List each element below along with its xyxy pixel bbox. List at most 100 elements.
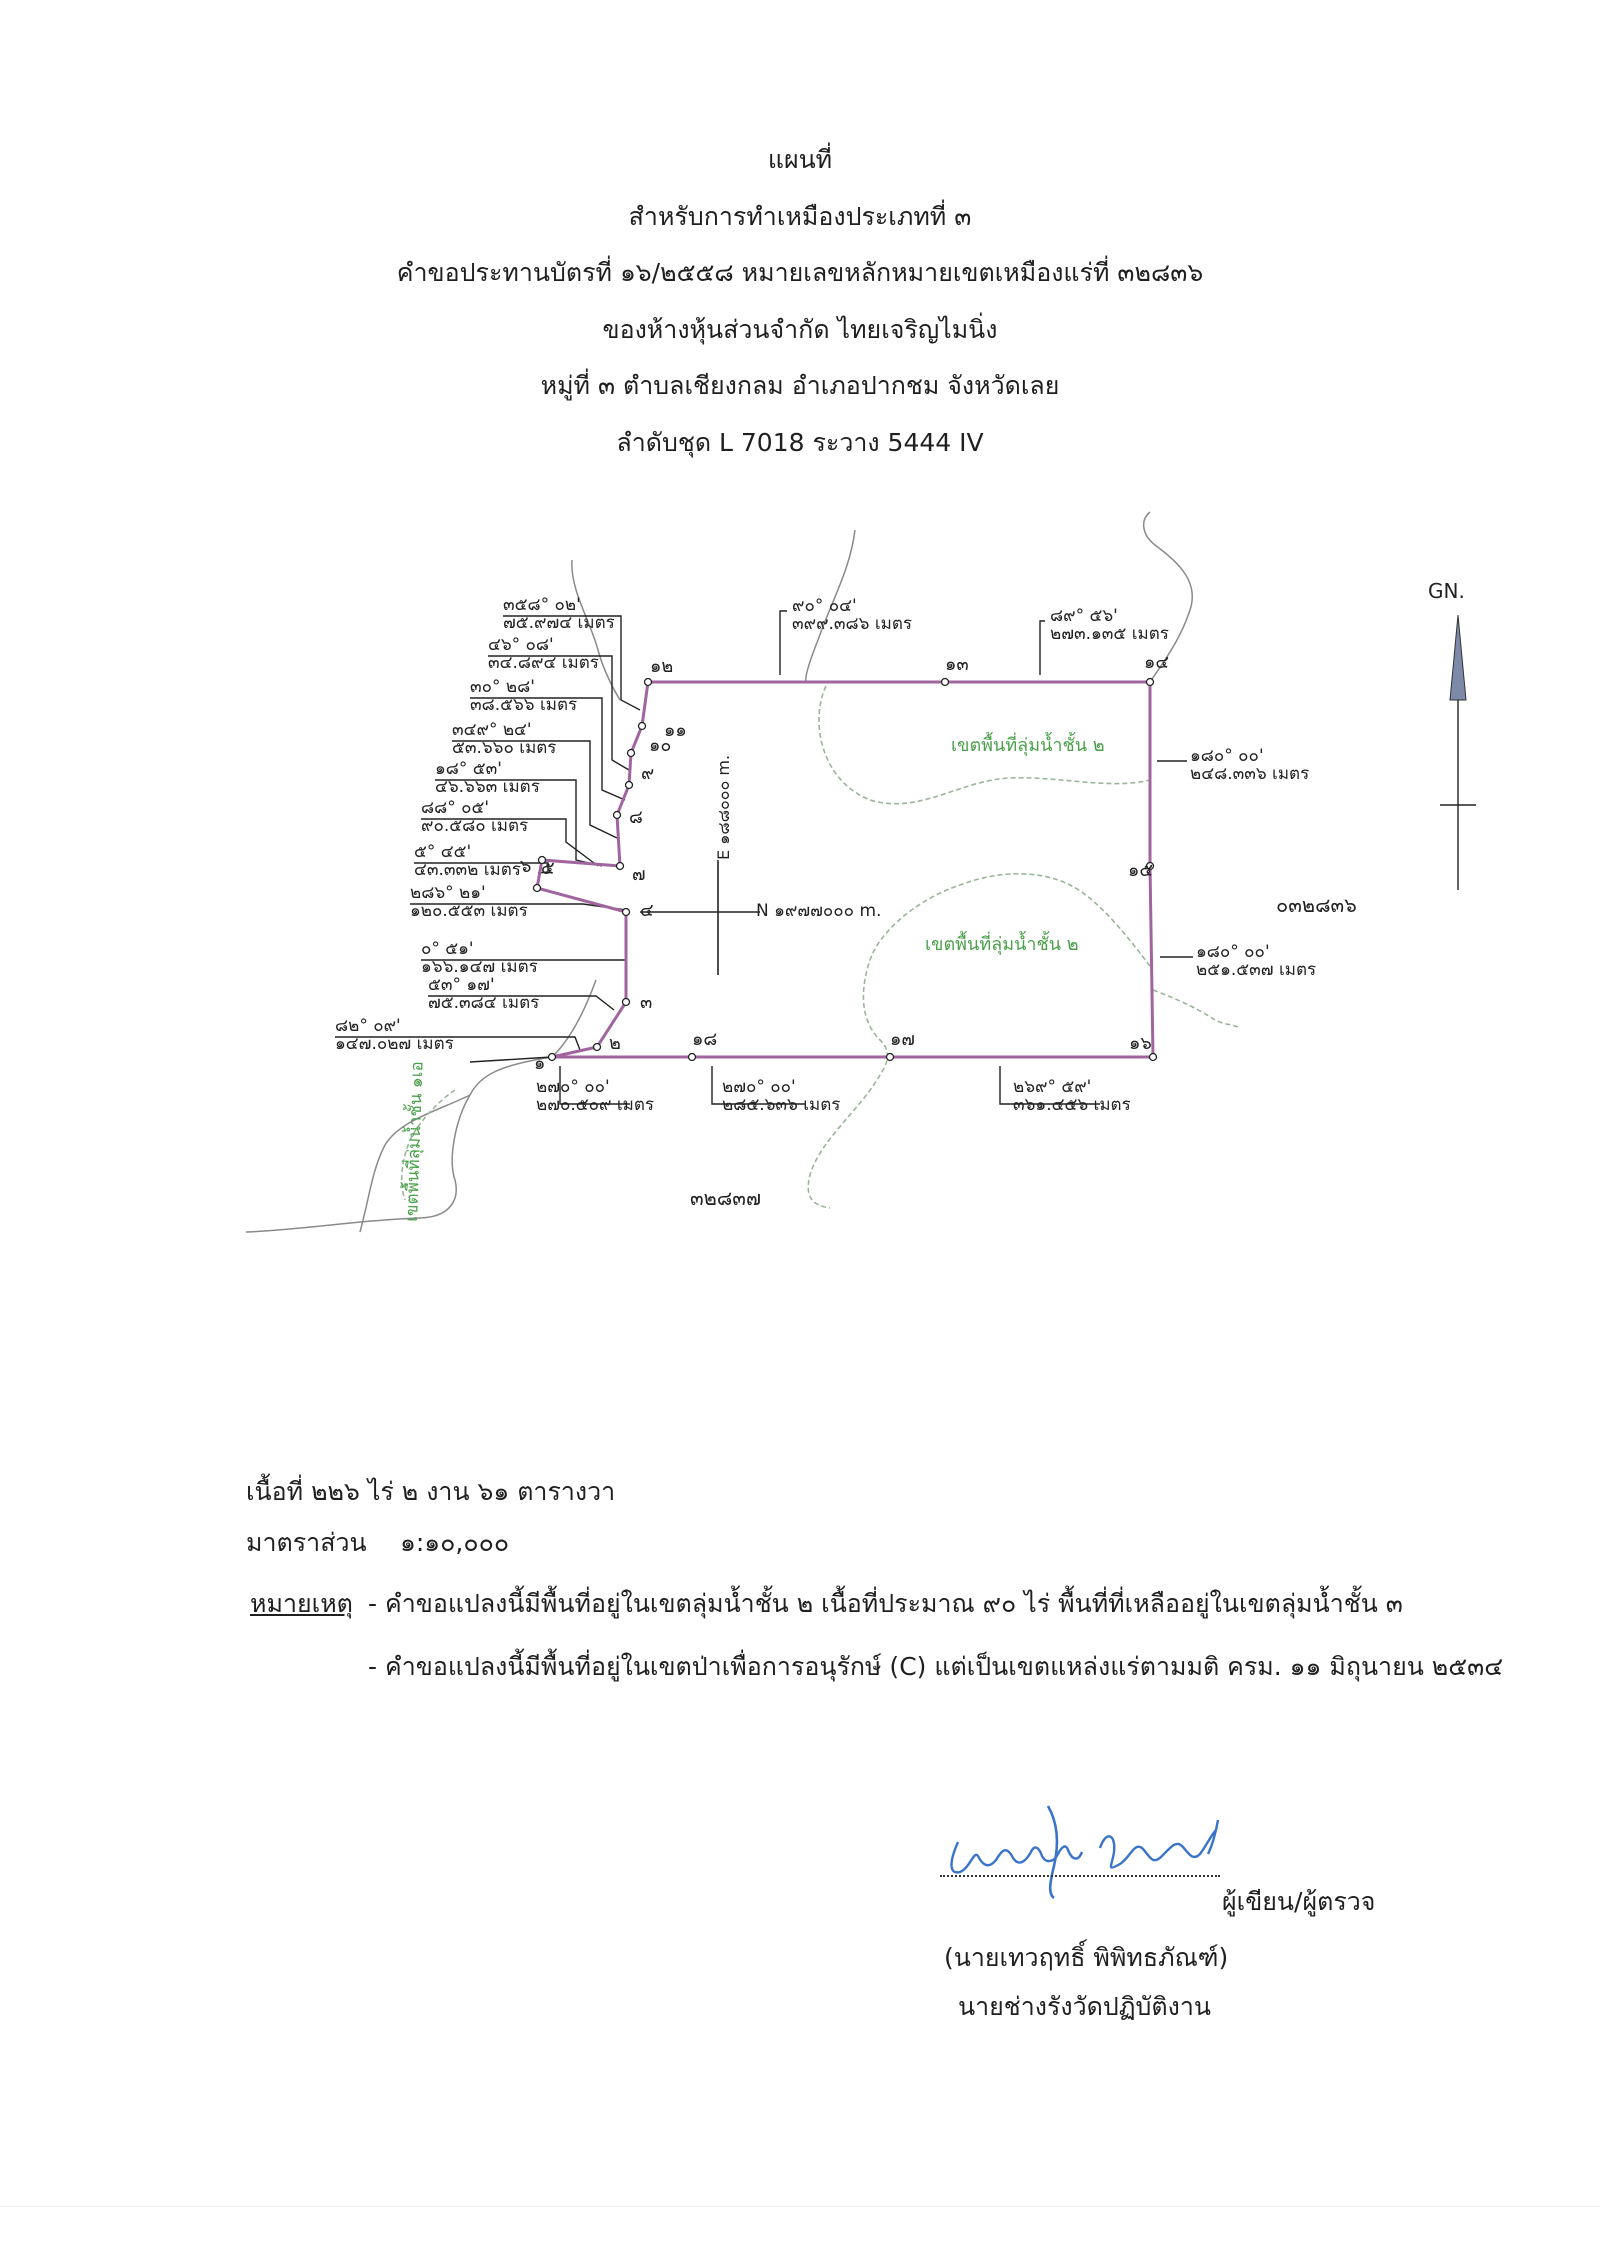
bearing-angle: ๒๗๐° ๐๐' [536, 1077, 610, 1097]
mining-type-line: สำหรับการทำเหมืองประเภทที่ ๓ [628, 201, 972, 231]
survey-point-marker [612, 810, 622, 820]
survey-point-label: ๙ [641, 763, 654, 784]
terrain-line [571, 559, 621, 701]
survey-point-marker [615, 861, 625, 871]
bearing-leader-line [335, 1036, 581, 1051]
north-arrow-icon [1449, 614, 1467, 701]
remark-item: - คำขอแปลงนี้มีพื้นที่อยู่ในเขตลุ่มน้ำชั… [368, 1589, 1403, 1618]
access-line [469, 1056, 553, 1063]
bearing-leader-line [470, 697, 626, 801]
bearing-distance: ๑๔๗.๐๒๗ เมตร [335, 1034, 454, 1054]
survey-point-marker [643, 677, 653, 687]
survey-point-label: ๕ [541, 858, 555, 879]
bearing-angle: ๒๗๐° ๐๐' [722, 1077, 796, 1097]
bearing-distance: ๕๓.๖๖๐ เมตร [452, 738, 556, 758]
bearing-distance: ๓๔.๘๙๔ เมตร [488, 653, 599, 673]
survey-point-marker [626, 748, 636, 758]
signer-name: (นายเทวฤทธิ์ พิพิทธภัณฑ์) [944, 1943, 1229, 1972]
bearing-leader-line [414, 862, 549, 874]
survey-point-marker [940, 677, 950, 687]
survey-point-label: ๑๑ [664, 720, 687, 741]
terrain-line [551, 979, 597, 1058]
bearing-leader-line [999, 1066, 1100, 1105]
bearing-leader-line [452, 740, 618, 839]
bearing-leader-line [711, 1066, 805, 1105]
watershed-zone-line [807, 873, 1151, 1209]
terrain-line [805, 529, 856, 683]
remark-item: - คำขอแปลงนี้มีพื้นที่อยู่ในเขตป่าเพื่อก… [368, 1652, 1504, 1681]
bearing-distance: ๔๖.๖๖๓ เมตร [435, 777, 540, 797]
bearing-distance: ๓๖๑.๔๕๖ เมตร [1013, 1095, 1131, 1115]
survey-point-label: ๑๖ [1129, 1033, 1152, 1054]
survey-point-label: ๑ [534, 1053, 545, 1074]
survey-point-label: ๑๕ [1128, 860, 1153, 881]
survey-point-marker [537, 855, 547, 865]
bearing-angle: ๐° ๕๑' [421, 939, 474, 959]
survey-point-marker [621, 997, 631, 1007]
survey-point-label: ๑๓ [945, 654, 969, 675]
survey-point-marker [1148, 1052, 1158, 1062]
signature-line [940, 1875, 1220, 1877]
bearing-angle: ๙๐° ๐๔' [792, 596, 857, 616]
concession-request-line: คำขอประทานบัตรที่ ๑๖/๒๕๕๘ หมายเลขหลักหมา… [396, 258, 1204, 287]
survey-point-label: ๑๐ [649, 735, 671, 756]
survey-point-label: ๑๗ [890, 1029, 915, 1050]
watershed-zone-label: เขตพื้นที่ลุ่มน้ำชั้น ๒ [951, 732, 1105, 756]
bearing-distance: ๙๐.๕๘๐ เมตร [421, 816, 528, 836]
survey-point-marker [621, 907, 631, 917]
survey-point-label: ๖ [520, 856, 531, 877]
bearing-distance: ๒๕๑.๕๓๗ เมตร [1196, 960, 1316, 980]
bearing-angle: ๑๘° ๕๓' [435, 759, 502, 779]
adjacent-plot-label: ๐๓๒๘๓๖ [1276, 893, 1357, 917]
bearing-angle: ๑๘๐° ๐๐' [1196, 942, 1270, 962]
grid-northing-label: N ๑๙๗๗๐๐๐ m. [756, 901, 881, 921]
survey-point-label: ๔ [640, 900, 654, 921]
bearing-leader-line [503, 615, 641, 711]
bearing-angle: ๒๘๖° ๒๑' [410, 883, 486, 903]
survey-point-marker [547, 1052, 557, 1062]
adjacent-plot-label: ๓๒๘๓๗ [690, 1186, 761, 1210]
bearing-angle: ๕° ๔๕' [414, 842, 471, 862]
survey-point-label: ๓ [640, 992, 652, 1013]
remarks-label: หมายเหตุ [250, 1589, 353, 1618]
bearing-angle: ๔๖° ๐๘' [488, 635, 554, 655]
bearing-distance: ๒๗๓.๑๓๕ เมตร [1050, 624, 1169, 644]
watershed-zone-line [1152, 989, 1241, 1029]
signature-image [950, 1805, 1220, 1900]
scale-value: ๑:๑๐,๐๐๐ [400, 1528, 510, 1557]
bearing-distance: ๓๘.๕๖๖ เมตร [470, 695, 577, 715]
survey-point-marker [624, 780, 634, 790]
survey-point-label: ๗ [632, 864, 646, 885]
scale-label: มาตราส่วน [246, 1528, 367, 1557]
bearing-distance: ๒๘๕.๖๓๖ เมตร [722, 1095, 840, 1115]
terrain-line [1143, 511, 1193, 683]
bearing-angle: ๘๘° ๐๕' [421, 798, 489, 818]
bearing-distance: ๗๕.๙๗๔ เมตร [503, 613, 615, 633]
watershed-zone-line [400, 1089, 456, 1201]
terrain-line [245, 1056, 553, 1233]
survey-point-label: ๒ [609, 1033, 621, 1054]
watershed-zone-line [818, 685, 1151, 805]
bearing-angle: ๒๖๙° ๕๙' [1013, 1077, 1091, 1097]
bearing-distance: ๑๒๐.๕๕๓ เมตร [410, 901, 528, 921]
map-sheet-line: ลำดับชุด L 7018 ระวาง 5444 IV [616, 427, 984, 457]
bearing-angle: ๘๙° ๕๖' [1050, 606, 1118, 626]
bearing-leader-line [488, 655, 630, 771]
watershed-zone-label: เขตพื้นที่ลุ่มน้ำชั้น ๑เอ [399, 1061, 428, 1222]
survey-point-marker [1145, 677, 1155, 687]
area-text: เนื้อที่ ๒๒๖ ไร่ ๒ งาน ๖๑ ตารางวา [246, 1477, 616, 1506]
document-heading: แผนที่ สำหรับการทำเหมืองประเภทที่ ๓ คำขอ… [0, 132, 1600, 471]
bearing-distance: ๗๕.๓๘๔ เมตร [428, 993, 539, 1013]
bearing-angle: ๓๐° ๒๘' [470, 677, 535, 697]
survey-point-marker [592, 1042, 602, 1052]
bearing-distance: ๓๙๙.๓๘๖ เมตร [792, 614, 912, 634]
survey-point-label: ๑๔ [1144, 652, 1169, 673]
survey-point-marker [637, 721, 647, 731]
bearing-leader-line [421, 818, 599, 867]
bearing-distance: ๒๗๐.๕๐๙ เมตร [536, 1095, 654, 1115]
bearing-angle: ๓๔๙° ๒๔' [452, 720, 532, 740]
bearing-angle: ๕๓° ๑๗' [428, 975, 495, 995]
bearing-leader-line [428, 995, 615, 1011]
page-edge [0, 2206, 1600, 2207]
